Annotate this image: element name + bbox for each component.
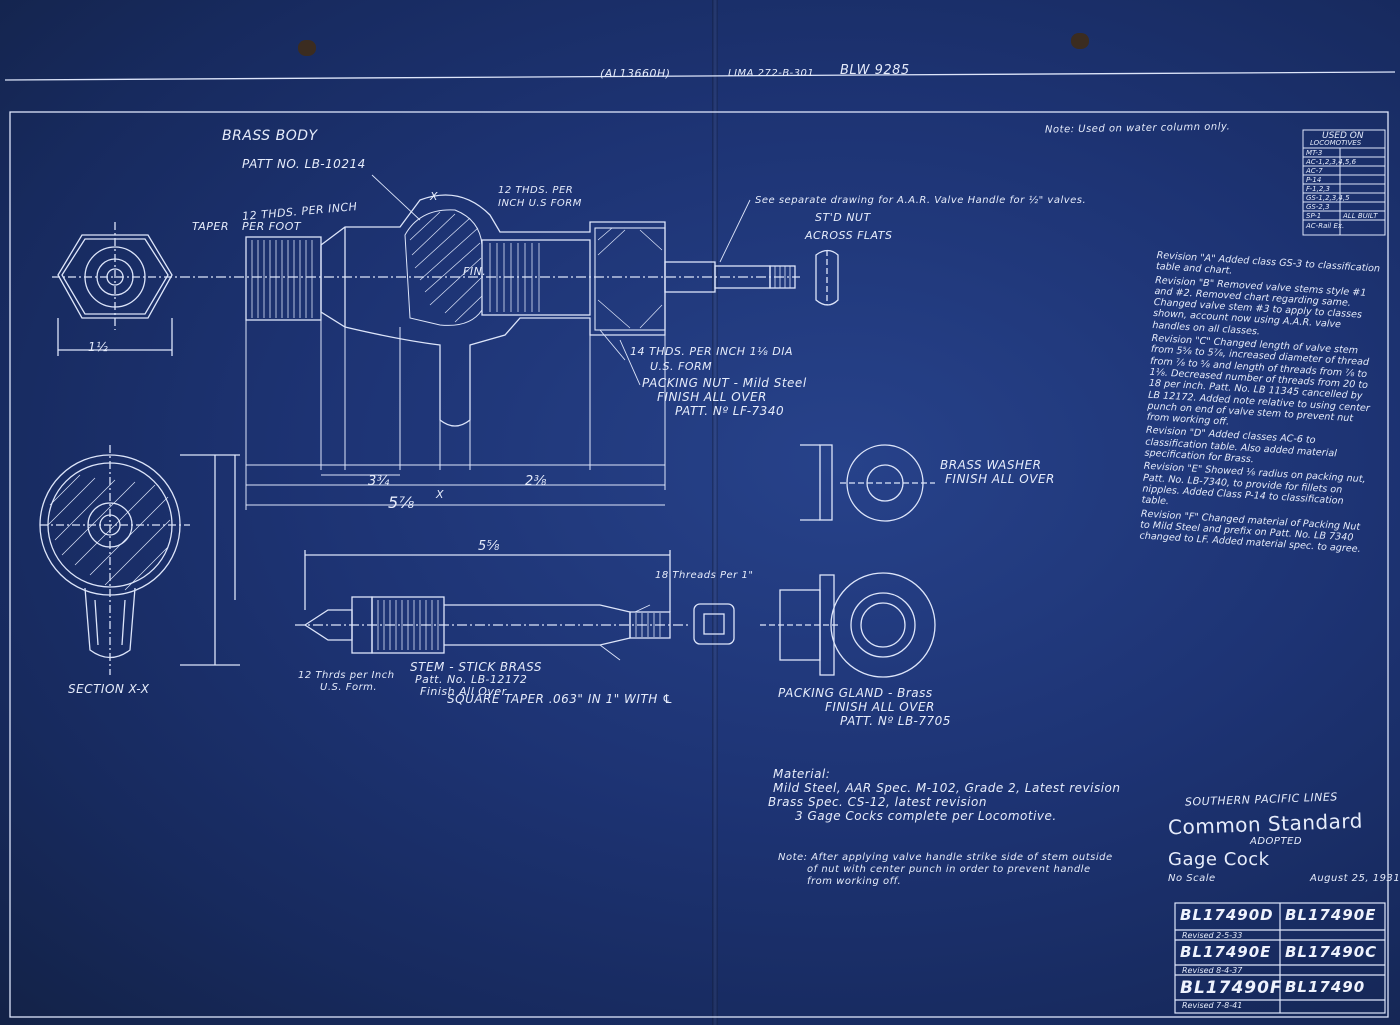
used-on-row: AC-Rail Ex. [1306, 222, 1345, 230]
adopted-date: August 25, 1931 [1310, 873, 1400, 884]
used-on-sub: LOCOMOTIVES [1310, 139, 1362, 147]
revision-date: Revised 7-8-41 [1182, 1001, 1243, 1010]
label-std-nut: ST'D NUT [815, 211, 871, 224]
drawing-number-grid [1174, 902, 1386, 1014]
label-eighteen-threads: 18 Threads Per 1" [655, 570, 754, 581]
drawing-number: BL17490F [1180, 978, 1283, 998]
label-square-taper: SQUARE TAPER .063" IN 1" WITH ℄ [447, 692, 674, 706]
used-on-title: USED ON [1322, 131, 1364, 141]
used-on-row: AC-7 [1306, 167, 1323, 175]
note-bottom-3: from working off. [807, 876, 902, 887]
adopted-label: ADOPTED [1250, 836, 1303, 847]
material-line-3: 3 Gage Cocks complete per Locomotive. [795, 809, 1057, 823]
leader-lines [371, 174, 751, 661]
material-line-2: Brass Spec. CS-12, latest revision [768, 795, 987, 809]
drawing-name: Gage Cock [1168, 849, 1270, 870]
section-x-x-view [39, 445, 240, 675]
header-code-lima: LIMA 272-B-301 [728, 68, 815, 79]
label-patt-nut: PATT. Nº LF-7340 [675, 404, 785, 418]
dim-5-5-8: 5⅝ [478, 539, 500, 554]
drawing-number: BL17490C [1285, 943, 1378, 961]
label-us-form: U.S. FORM [650, 360, 713, 373]
used-on-row: AC-1,2,3,4,5,6 [1306, 158, 1357, 166]
dimension-lines-main [245, 320, 666, 510]
note-bottom-2: of nut with center punch in order to pre… [807, 864, 1091, 875]
label-finish-washer: FINISH ALL OVER [945, 472, 1055, 486]
dim-1-1-2: 1½ [88, 340, 109, 354]
label-packing-gland: PACKING GLAND - Brass [778, 686, 933, 700]
top-border-line [4, 71, 1396, 81]
header-code-al: (AL13660H) [600, 67, 671, 80]
label-x-upper: X [430, 190, 439, 203]
label-finish-gland: FINISH ALL OVER [825, 700, 935, 714]
label-finish-nut: FINISH ALL OVER [657, 390, 767, 404]
used-on-row: GS-1,2,3,4,5 [1306, 194, 1350, 202]
paper-fold [712, 0, 718, 1025]
label-thds-per: 12 THDS. PER [498, 185, 574, 196]
drawing-number: BL17490E [1180, 943, 1272, 961]
header-code-blw: BLW 9285 [840, 63, 910, 78]
label-per-foot: PER FOOT [242, 220, 302, 233]
drawing-number: BL17490D [1180, 906, 1274, 924]
hex-end-view [52, 222, 178, 356]
packing-gland-view [760, 572, 936, 678]
label-across-flats: ACROSS FLATS [805, 229, 893, 242]
used-on-row: ALL BUILT [1343, 212, 1378, 220]
revision-date: Revised 8-4-37 [1182, 966, 1243, 975]
revision-date: Revised 2-5-33 [1182, 931, 1243, 940]
label-fourteen-thds: 14 THDS. PER INCH 1⅛ DIA [630, 345, 793, 358]
label-us-form-stem: U.S. Form. [320, 682, 378, 693]
label-taper: TAPER [192, 220, 229, 233]
label-patt-body: PATT NO. LB-10214 [242, 157, 366, 171]
material-title: Material: [773, 767, 831, 781]
label-section-x-x: SECTION X-X [68, 682, 150, 696]
used-on-row: P-14 [1306, 176, 1322, 184]
punch-hole-left [298, 40, 316, 56]
used-on-row: GS-2,3 [1306, 203, 1330, 211]
revision-notes: Revision "A" Added class GS-3 to classif… [1139, 250, 1385, 558]
note-bottom-1: Note: After applying valve handle strike… [778, 852, 1113, 863]
label-x-lower: X [436, 488, 445, 501]
label-twelve-thrds: 12 Thrds per Inch [298, 670, 395, 681]
label-brass-washer: BRASS WASHER [940, 458, 1042, 472]
dim-3-3-4: 3¾ [368, 474, 390, 489]
revision-c: Revision "C" Changed length of valve ste… [1146, 332, 1371, 428]
label-fin: FIN. [463, 265, 487, 278]
used-on-row: MT-3 [1306, 149, 1323, 157]
label-brass-body: BRASS BODY [222, 128, 318, 144]
label-inch-us-form: INCH U.S FORM [498, 198, 582, 209]
valve-stem-view [295, 550, 735, 654]
used-on-row: F-1,2,3 [1306, 185, 1330, 193]
label-see-separate: See separate drawing for A.A.R. Valve Ha… [755, 195, 1087, 206]
label-packing-nut: PACKING NUT - Mild Steel [642, 376, 807, 390]
label-patt-gland: PATT. Nº LB-7705 [840, 714, 951, 728]
brass-washer-view [800, 444, 935, 522]
dim-2-3-8: 2⅜ [525, 474, 547, 489]
scale-label: No Scale [1168, 873, 1216, 884]
dim-5-7-8: 5⅞ [388, 493, 415, 512]
drawing-number: BL17490E [1285, 906, 1377, 924]
material-line-1: Mild Steel, AAR Spec. M-102, Grade 2, La… [773, 781, 1121, 795]
label-stem: STEM - STICK BRASS [410, 660, 542, 674]
punch-hole-right [1071, 33, 1089, 49]
used-on-table [1302, 129, 1386, 236]
label-finish-stem: Finish All Over [420, 685, 507, 698]
used-on-row: SP-1 [1306, 212, 1322, 220]
drawing-frame [9, 111, 1389, 1018]
drawing-number: BL17490 [1285, 978, 1366, 996]
label-patt-stem: Patt. No. LB-12172 [415, 673, 528, 686]
